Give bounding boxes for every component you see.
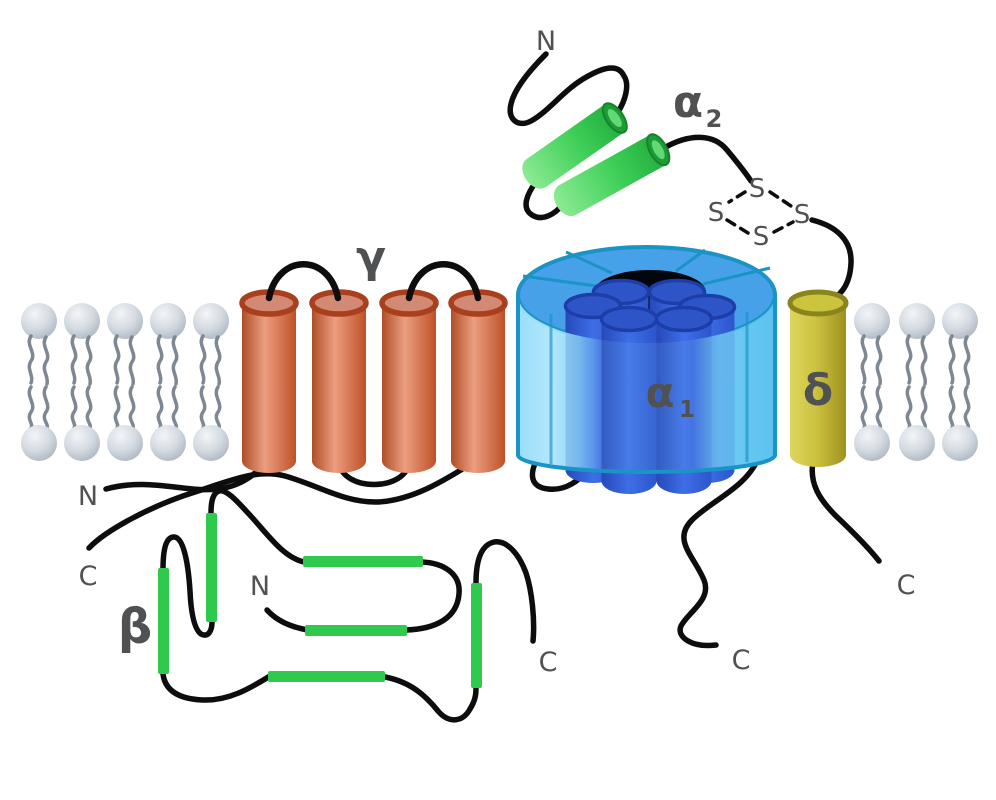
alpha2-connecting-loop (523, 179, 565, 221)
alpha1-front-glass (518, 295, 775, 472)
disulfide-bond-top-right (768, 190, 793, 208)
alpha1-label-subscript: 1 (679, 397, 695, 423)
gamma-c-terminus-chain (86, 457, 480, 551)
beta-subunit: β N C (118, 488, 558, 723)
alpha2-label-subscript: 2 (706, 105, 723, 133)
disulfide-bond-bottom-right (772, 220, 795, 234)
gamma-top-loop-2 (405, 261, 482, 302)
beta-n-label: N (250, 571, 270, 602)
beta-loop-v1-h3 (160, 671, 273, 703)
gamma-helix-3 (382, 292, 436, 473)
gamma-top-loop-1 (265, 261, 342, 302)
alpha2-n-terminus-chain (507, 51, 630, 127)
gamma-subunit: γ N C (78, 232, 505, 592)
beta-helix-h3 (268, 671, 385, 682)
delta-subunit: δ C (787, 217, 916, 601)
delta-c-terminus-chain (809, 458, 882, 564)
alpha2-label: α (673, 77, 703, 128)
alpha1-subunit: α 1 C (516, 245, 777, 676)
alpha2-subunit: N α 2 (507, 26, 754, 221)
delta-helix-body (790, 303, 846, 467)
gamma-helix-4 (451, 292, 505, 473)
alpha1-c-terminus-chain (677, 453, 762, 649)
gamma-n-label: N (78, 481, 98, 512)
delta-c-label: C (897, 570, 916, 601)
disulfide-bond-top-left (727, 190, 747, 204)
beta-loop-h2-h1 (403, 559, 462, 633)
sulfur-left-label: S (708, 198, 725, 228)
alpha2-n-label: N (536, 26, 556, 57)
sulfur-top-label: S (749, 174, 766, 204)
alpha2-helix-2 (553, 133, 671, 217)
beta-helix-v1 (158, 568, 169, 674)
alpha2-helix-1 (522, 102, 628, 189)
beta-helix-h1 (303, 556, 423, 567)
alpha1-outline (516, 295, 777, 474)
gamma-helix-1 (242, 292, 296, 473)
beta-c-label: C (539, 647, 558, 678)
beta-loop-h1-v2 (208, 488, 307, 565)
beta-n-start-chain (264, 607, 311, 633)
alpha1-wall-seams (549, 312, 749, 464)
alpha1-label: α (646, 368, 675, 417)
beta-helix-h2 (305, 625, 407, 636)
beta-loop-h3-v3 (382, 674, 479, 723)
beta-helix-v2 (206, 513, 217, 622)
beta-c-terminus-chain (473, 539, 537, 644)
alpha1-c-label: C (732, 645, 751, 676)
beta-loop-v1-v2 (160, 534, 215, 638)
gamma-label: γ (356, 232, 386, 283)
delta-label: δ (803, 365, 833, 416)
sulfur-bottom-label: S (753, 222, 770, 252)
disulfide-bond-bottom-left (725, 218, 750, 235)
beta-helix-v3 (471, 583, 482, 688)
gamma-c-label: C (79, 561, 98, 592)
disulfide-bridge: S S S S (708, 174, 811, 252)
alpha1-top-segments (522, 248, 771, 288)
delta-helix-top (787, 289, 849, 317)
sulfur-right-label: S (794, 200, 811, 230)
gamma-helix-2 (312, 292, 366, 473)
alpha2-to-disulfide-chain (661, 134, 754, 184)
beta-label: β (118, 599, 152, 655)
